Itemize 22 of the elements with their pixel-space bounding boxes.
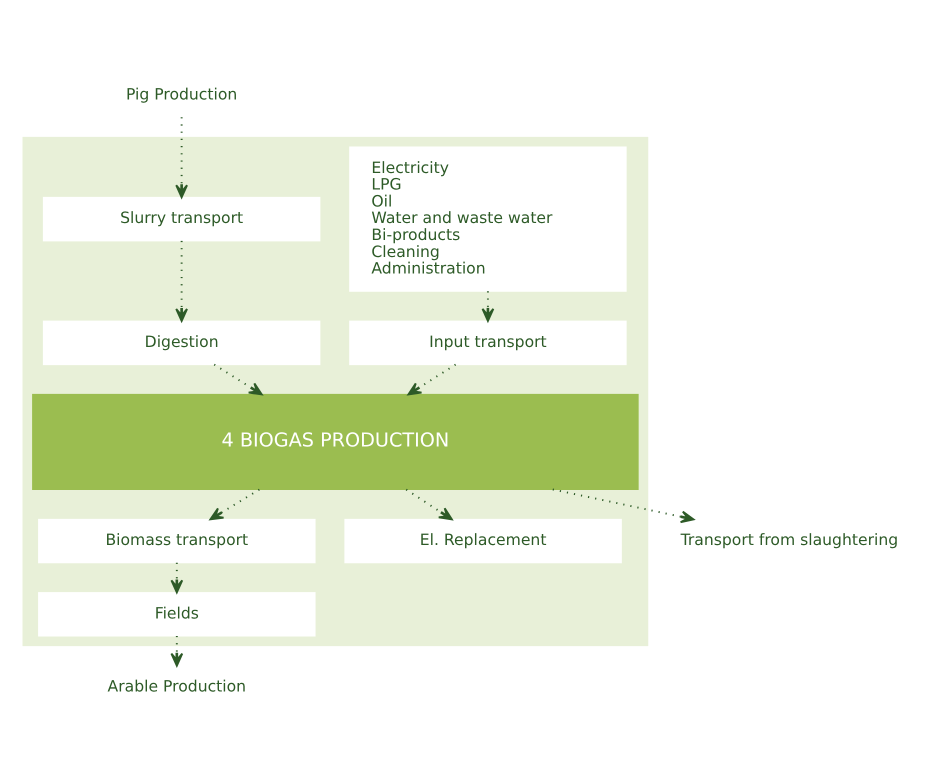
node-text: Transport from slaughtering (680, 531, 898, 550)
node-box: El. Replacement (344, 518, 622, 564)
node-text: Arable Production (108, 678, 246, 696)
arrow (170, 562, 184, 594)
arrow (552, 488, 694, 524)
node-box: Biomass transport (38, 518, 316, 564)
node-text: Pig Production (126, 86, 238, 104)
node-box: 4 BIOGAS PRODUCTION (32, 394, 639, 490)
arrow (170, 636, 184, 667)
node-box: Slurry transport (42, 196, 320, 242)
arrow (406, 488, 453, 520)
arrow (175, 240, 188, 322)
node-box: Electricity LPG Oil Water and waste water Bi-products Cleaning Administration (349, 146, 627, 292)
node-box: Input transport (349, 320, 627, 366)
node-box: Digestion (42, 320, 320, 366)
cluster (22, 136, 648, 646)
arrow (210, 488, 260, 520)
node-box: Fields (38, 592, 316, 637)
arrow (482, 291, 494, 322)
arrow (214, 364, 263, 396)
arrow (408, 364, 456, 396)
arrow (175, 117, 188, 198)
